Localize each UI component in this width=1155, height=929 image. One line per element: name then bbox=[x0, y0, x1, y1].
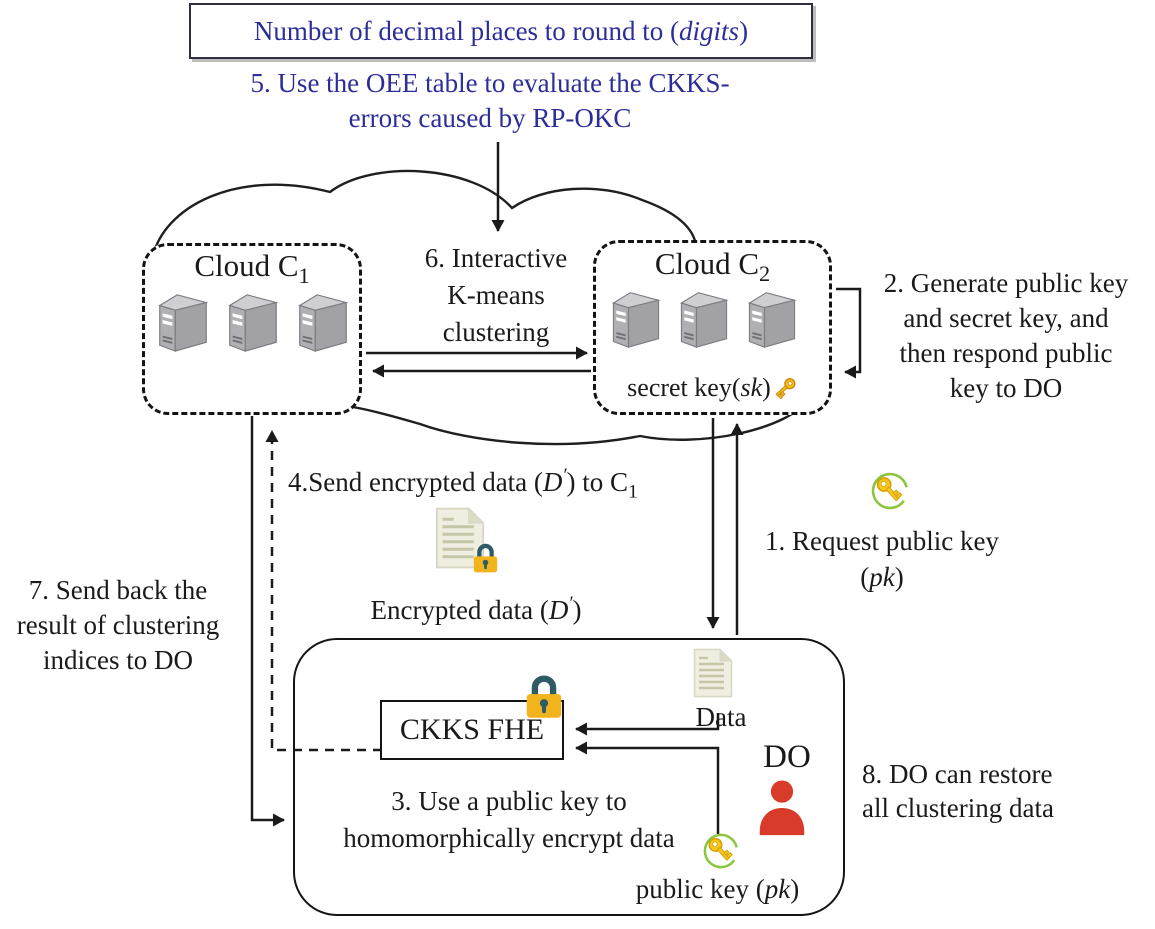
server-icon bbox=[229, 294, 277, 352]
person-icon bbox=[759, 780, 805, 836]
cloud-c2-servers bbox=[612, 292, 796, 348]
step2-line4: key to DO bbox=[949, 373, 1063, 403]
padlock-icon bbox=[472, 540, 499, 574]
data-label: Data bbox=[695, 702, 747, 732]
step5-line1: 5. Use the OEE table to evaluate the CKK… bbox=[250, 68, 730, 98]
cloud-c1-title: Cloud C1 bbox=[194, 248, 310, 289]
step2-line3: then respond public bbox=[899, 338, 1113, 368]
step7-line1: 7. Send back the bbox=[28, 575, 208, 605]
step4-label: 4.Send encrypted data (D′) to C1 bbox=[288, 465, 638, 503]
step3-label: 3. Use a public key to homomorphically e… bbox=[318, 783, 700, 857]
step7-line2: result of clustering bbox=[16, 610, 220, 640]
arrow-step7-c1-to-do bbox=[250, 416, 285, 827]
title-italic: digits bbox=[679, 15, 740, 46]
step1-line2: (pk) bbox=[860, 562, 904, 592]
step5-label: 5. Use the OEE table to evaluate the CKK… bbox=[180, 66, 800, 136]
step6-line2: K-means bbox=[447, 280, 545, 310]
document-icon bbox=[693, 648, 733, 698]
step5-line2: errors caused by RP-OKC bbox=[348, 103, 632, 133]
step8-label: 8. DO can restore all clustering data bbox=[862, 757, 1102, 825]
step6-line3: clustering bbox=[442, 317, 550, 347]
key-circle-icon bbox=[702, 832, 740, 870]
step7-line3: indices to DO bbox=[43, 645, 193, 675]
step7-label: 7. Send back the result of clustering in… bbox=[0, 573, 236, 678]
encrypted-data-label: Encrypted data (D′) bbox=[370, 593, 582, 625]
cloud-c1-servers bbox=[159, 294, 347, 352]
step2-label: 2. Generate public key and secret key, a… bbox=[860, 266, 1152, 406]
step6-label: 6. Interactive K-means clustering bbox=[400, 240, 592, 351]
step6-line1: 6. Interactive bbox=[424, 243, 568, 273]
title-box: Number of decimal places to round to (di… bbox=[189, 3, 813, 59]
step1-label: 1. Request public key (pk) bbox=[757, 523, 1007, 595]
server-icon bbox=[299, 294, 347, 352]
secret-key-label: secret key(sk) bbox=[593, 370, 832, 405]
step3-line1: 3. Use a public key to bbox=[391, 786, 627, 816]
encrypted-document-icon bbox=[435, 506, 501, 576]
step2-line2: and secret key, and bbox=[903, 303, 1109, 333]
arrow-step2-loop bbox=[836, 287, 862, 379]
data-owner-box bbox=[293, 638, 845, 916]
step3-line2: homomorphically encrypt data bbox=[343, 823, 675, 853]
server-icon bbox=[612, 292, 660, 348]
server-icon bbox=[680, 292, 728, 348]
key-circle-icon bbox=[870, 471, 910, 511]
server-icon bbox=[748, 292, 796, 348]
cloud-c2-title: Cloud C2 bbox=[654, 246, 771, 287]
step1-line1: 1. Request public key bbox=[765, 526, 999, 556]
step8-line2: all clustering data bbox=[862, 793, 1054, 823]
step8-line1: 8. DO can restore bbox=[862, 759, 1053, 789]
server-icon bbox=[159, 294, 207, 352]
title-text: Number of decimal places to round to ( bbox=[253, 15, 680, 46]
ckks-fhe-label: CKKS FHE bbox=[399, 713, 545, 746]
padlock-icon bbox=[524, 670, 564, 720]
key-icon bbox=[772, 376, 798, 400]
do-label: DO bbox=[763, 739, 811, 775]
public-key-label: public key (pk) bbox=[635, 874, 800, 904]
step2-line1: 2. Generate public key bbox=[883, 268, 1129, 298]
